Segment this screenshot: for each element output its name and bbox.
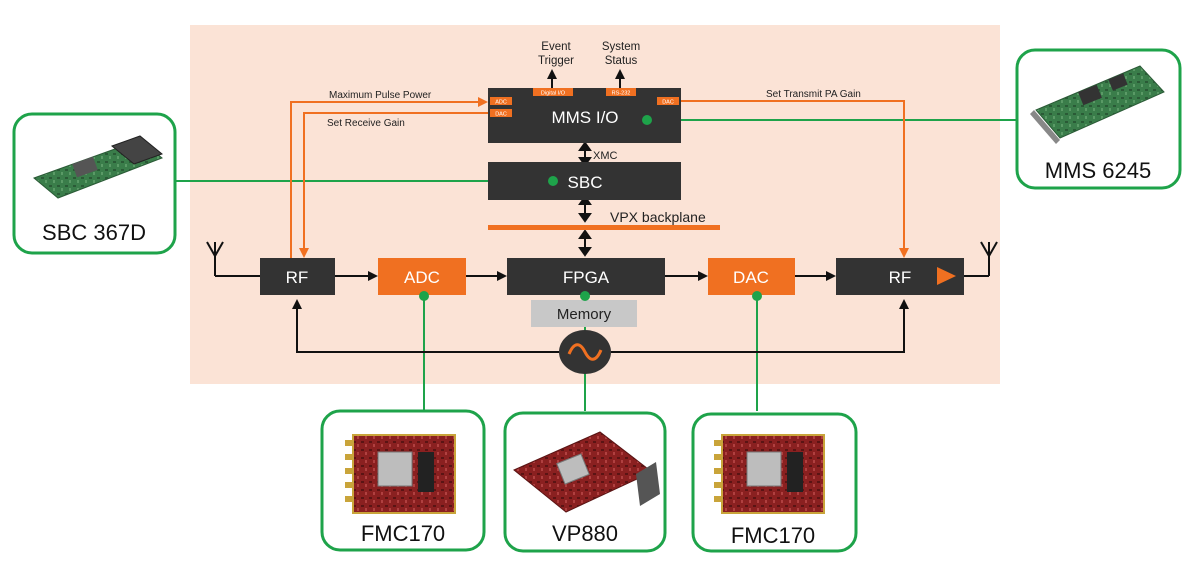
sbc-block xyxy=(488,162,681,200)
rf-right-label: RF xyxy=(889,268,912,287)
memory-label: Memory xyxy=(557,306,612,323)
card-vp880: VP880 xyxy=(503,411,667,553)
vpx-backplane-label: VPX backplane xyxy=(610,209,706,225)
system-panel xyxy=(190,25,1000,384)
vp880-label: VP880 xyxy=(552,521,618,546)
amplifier-icon xyxy=(937,267,956,285)
set-transmit-gain-label: Set Transmit PA Gain xyxy=(766,89,861,100)
memory-block xyxy=(531,300,637,327)
dac-block xyxy=(708,258,795,295)
card-fmc170-left: FMC170 xyxy=(320,409,486,552)
rf-left-block xyxy=(260,258,335,295)
adc-block xyxy=(378,258,466,295)
mms-port-digital-io-label: Digital I/O xyxy=(541,91,566,97)
card-fmc170-right: FMC170 xyxy=(691,412,858,553)
dac-label: DAC xyxy=(733,268,769,287)
fmc170-right-label: FMC170 xyxy=(731,523,815,548)
event-trigger-label-1: Event xyxy=(541,41,571,53)
max-pulse-power-label: Maximum Pulse Power xyxy=(329,90,432,101)
mms-port-rs232 xyxy=(606,88,636,96)
mms-port-adc xyxy=(490,97,512,105)
vp880-board-image xyxy=(513,431,660,513)
bidirectional-arrows xyxy=(578,141,592,257)
mms-port-dac-right-label: DAC xyxy=(662,100,674,106)
system-status-label-1: System xyxy=(602,41,640,53)
sbc-label: SBC xyxy=(568,173,603,192)
sbc367d-label: SBC 367D xyxy=(42,220,146,245)
mms-port-adc-label: ADC xyxy=(495,100,507,106)
card-sbc367d: SBC 367D xyxy=(12,112,177,255)
rf-left-label: RF xyxy=(286,268,309,287)
fmc170-left-label: FMC170 xyxy=(361,521,445,546)
sine-wave-icon xyxy=(567,343,603,361)
event-trigger-label-2: Trigger xyxy=(538,55,574,67)
adc-label: ADC xyxy=(404,268,440,287)
system-status-label-2: Status xyxy=(605,55,638,67)
fmc170-left-board-image xyxy=(345,434,456,514)
mms-port-dac-left xyxy=(490,109,512,117)
fpga-block xyxy=(507,258,665,295)
fmc170-right-board-image xyxy=(714,434,825,514)
fpga-label: FPGA xyxy=(563,268,610,287)
mms-port-dac-left-label: DAC xyxy=(495,112,507,118)
set-receive-gain-label: Set Receive Gain xyxy=(327,118,405,129)
mms-port-rs232-label: RS-232 xyxy=(612,91,631,97)
mms-port-digital-io xyxy=(533,88,573,96)
sbc367d-board-image xyxy=(33,135,164,199)
green-endpoint-dots xyxy=(419,115,762,301)
mms6245-label: MMS 6245 xyxy=(1045,158,1151,183)
xmc-label: XMC xyxy=(593,150,618,162)
vpx-backplane-bar xyxy=(488,225,720,230)
card-mms6245: MMS 6245 xyxy=(1015,48,1182,190)
mms-io-label: MMS I/O xyxy=(551,108,618,127)
mms6245-board-image xyxy=(1030,65,1165,144)
signal-lines xyxy=(206,69,998,353)
mms-port-dac-right xyxy=(657,97,679,105)
orange-control-lines xyxy=(290,97,909,258)
